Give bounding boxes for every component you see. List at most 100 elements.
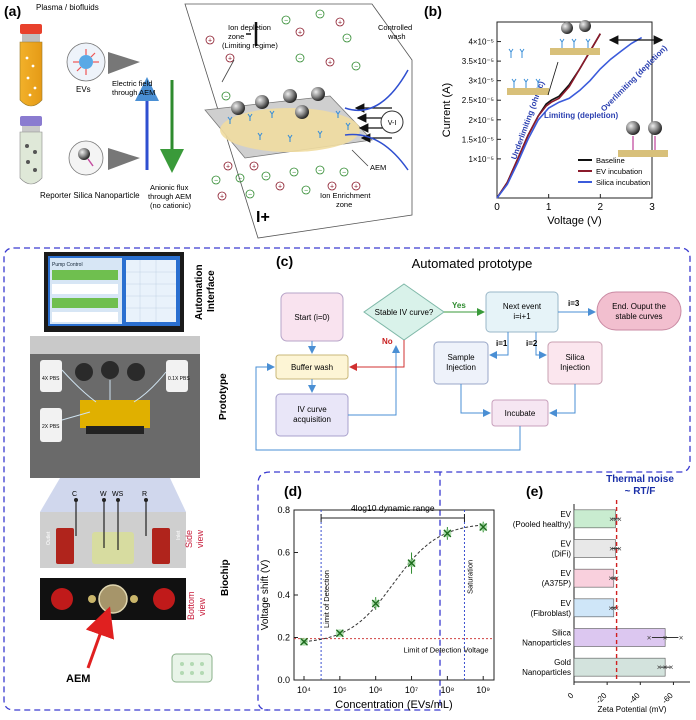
svg-text:+: + [220, 194, 224, 201]
outlet-label: Outlet [46, 531, 52, 545]
reporter-tube [19, 116, 43, 185]
category-sublabel-4: Nanoparticles [522, 639, 571, 648]
vi-meter-label: V-I [388, 120, 397, 127]
edge-i2 [535, 332, 547, 359]
svg-text:+: + [226, 164, 230, 171]
captured-nanoparticles [231, 87, 325, 119]
start-text: Start (i=0) [294, 313, 330, 322]
x-axis-label: Voltage (V) [547, 215, 601, 227]
plasma-label: Plasma / biofluids [36, 3, 99, 12]
bottle-2x [40, 408, 62, 442]
legend-label-2: Silica incubation [596, 178, 650, 187]
y-tick-label: 1×10⁻⁵ [468, 155, 494, 164]
replicate-marker-1-2: × [617, 545, 622, 554]
x-tick-label: 10⁷ [405, 685, 418, 695]
ions: − − − − − − − − − − − − − − + + + + + [205, 9, 361, 201]
category-sublabel-5: Nanoparticles [522, 668, 571, 677]
bar-5 [573, 657, 666, 677]
wash-curve-bottom [344, 133, 409, 171]
incubate-text: Incubate [505, 409, 536, 418]
bottle-01x-label: 0.1X PBS [168, 376, 190, 382]
y-tick-label: 3.5×10⁻⁵ [462, 57, 494, 66]
depletion-dome [220, 108, 360, 152]
category-label-0: EV [560, 510, 571, 519]
decision-text: Stable IV curve? [375, 308, 434, 317]
panel-b-label: (b) [424, 3, 442, 19]
biochip-label: Biochip [220, 559, 231, 596]
depletion-pointer [221, 59, 235, 83]
biochip-base [86, 426, 144, 434]
inlet-port [152, 528, 170, 564]
panel-d-label: (d) [284, 483, 302, 499]
y-tick-label: 2×10⁻⁵ [468, 116, 494, 125]
aem-pointer [351, 149, 369, 167]
screen-row-4 [52, 312, 118, 322]
x-tick-label: 0 [494, 202, 500, 213]
reporter-label: Reporter Silica Nanoparticle [40, 191, 140, 200]
silica-pointer [108, 148, 140, 170]
category-sublabel-3: (Fibroblast) [531, 609, 572, 618]
x-axis-label: Concentration (EVs/mL) [335, 699, 452, 711]
aem-sample-pores [180, 662, 204, 675]
svg-text:−: − [292, 170, 296, 177]
panel-e: (e) Thermal noise ~ RT/F 0-20-40-60Zeta … [513, 474, 690, 714]
np-icon-right-2 [648, 121, 662, 135]
replicate-marker-4-2: × [679, 634, 684, 643]
svg-text:−: − [298, 56, 302, 63]
category-label-3: EV [560, 599, 571, 608]
edge-no [349, 340, 405, 371]
y-axis-label: Voltage shift (V) [260, 560, 271, 631]
prototype-label: Prototype [218, 373, 229, 420]
svg-text:+: + [330, 184, 334, 191]
yes-label: Yes [452, 301, 466, 310]
y-tick-label: 3×10⁻⁵ [468, 77, 494, 86]
thermal-noise-label: Thermal noise [606, 474, 674, 485]
bottle-2x-label: 2X PBS [42, 424, 60, 430]
replicate-marker-5-0: × [657, 663, 662, 672]
evs-label: EVs [76, 85, 91, 94]
y-tick-label: 0.4 [277, 590, 290, 600]
panel-a: (a) Plasma / biofluids EVs [4, 3, 413, 239]
bottom-aem-window [98, 584, 128, 614]
plus-electrode-label: I+ [256, 209, 270, 226]
svg-text:+: + [208, 38, 212, 45]
data-point-0 [300, 637, 308, 646]
svg-text:−: − [284, 18, 288, 25]
category-sublabel-2: (A375P) [542, 579, 572, 588]
prototype-shelf [30, 336, 200, 354]
replicate-marker-4-1: × [663, 634, 668, 643]
bottle-4x-label: 4X PBS [42, 376, 60, 382]
data-point-3 [407, 559, 416, 568]
replicate-marker-0-1: × [613, 515, 618, 524]
inlet-label: Inlet [176, 530, 182, 540]
ev-spikes [73, 49, 99, 75]
y-tick-label: 0.6 [277, 548, 290, 558]
antibody-icon [87, 158, 94, 167]
x-tick-label: 2 [598, 202, 604, 213]
dynamic-range-label: 4log10 dynamic range [351, 503, 435, 513]
svg-text:+: + [228, 56, 232, 63]
svg-text:−: − [345, 36, 349, 43]
svg-text:−: − [238, 176, 242, 183]
vi-meter-icon [380, 110, 404, 134]
plot-frame [496, 21, 653, 199]
replicate-marker-1-1: × [613, 545, 618, 554]
replicate-marker-1-0: × [609, 545, 614, 554]
biochip-side-view: C W WS R Outlet Inlet [40, 491, 186, 568]
data-point-1 [335, 629, 344, 638]
overlimiting-label: Overlimiting (depletion) [599, 43, 669, 113]
outlet-port [56, 528, 74, 564]
pump-head-1 [75, 363, 93, 381]
svg-text:−: − [304, 188, 308, 195]
sigmoid-fit [303, 524, 484, 643]
svg-text:+: + [354, 184, 358, 191]
end-node [596, 291, 682, 331]
y-tick-label: 4×10⁻⁵ [468, 38, 494, 47]
x-tick-label: -40 [627, 691, 642, 706]
